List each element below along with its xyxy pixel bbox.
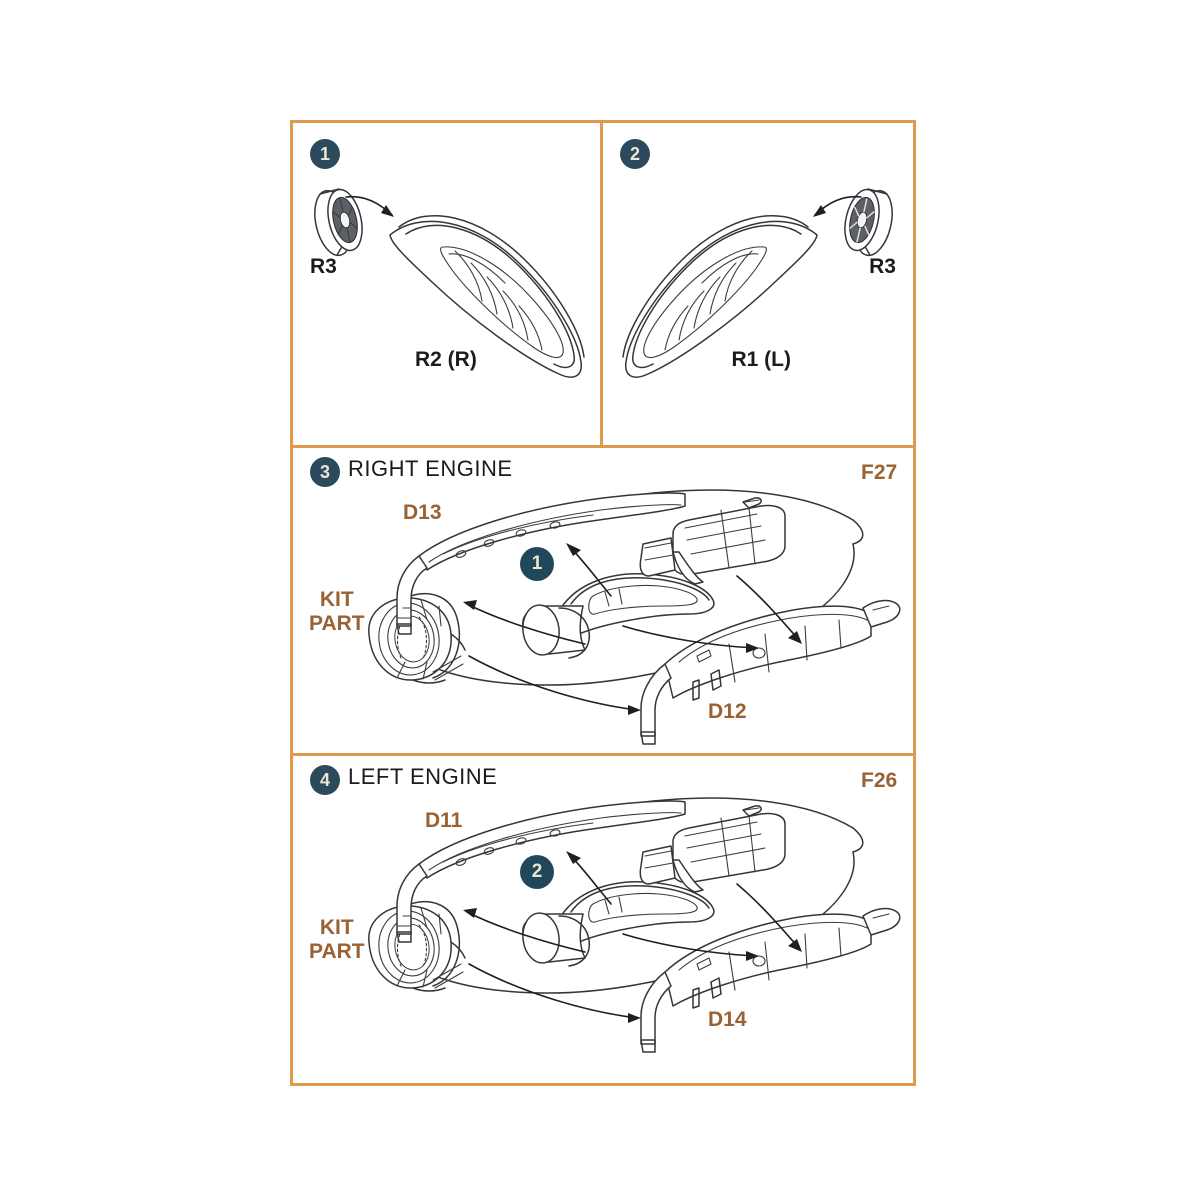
assembly-arrow-2 xyxy=(813,195,862,217)
installed-intake-left xyxy=(522,881,715,967)
part-r3-fan-left xyxy=(844,188,893,257)
panel-step-4: 4 LEFT ENGINE 2 D11 F26 D14 KIT PART xyxy=(293,756,913,1083)
panel-row-bottom: 4 LEFT ENGINE 2 D11 F26 D14 KIT PART xyxy=(293,753,913,1083)
part-label-r1: R1 (L) xyxy=(731,348,792,371)
part-d14-fairing xyxy=(640,907,901,1053)
part-label-d12: D12 xyxy=(708,700,747,723)
assembly-arrows-right xyxy=(463,543,802,715)
panel-step-3: 3 RIGHT ENGINE 1 D13 F27 D12 KIT PART xyxy=(293,448,913,753)
installed-intake-right xyxy=(522,573,715,659)
part-label-f27: F27 xyxy=(861,461,898,484)
part-d11-strake xyxy=(396,800,686,943)
part-d12-fairing xyxy=(640,599,901,745)
part-label-r3: R3 xyxy=(310,255,337,278)
part-label-r2: R2 (R) xyxy=(415,348,477,371)
step-badge-4: 4 xyxy=(310,765,340,795)
panel-row-middle: 3 RIGHT ENGINE 1 D13 F27 D12 KIT PART xyxy=(293,445,913,753)
part-label-d13: D13 xyxy=(403,501,442,524)
panel-step-2: 2 R3 R1 (L) xyxy=(603,123,913,445)
step-badge-2: 2 xyxy=(620,139,650,169)
panel-3-heading: RIGHT ENGINE xyxy=(348,456,513,481)
assembly-arrow-1 xyxy=(345,195,394,217)
panel-4-artwork xyxy=(368,797,901,1053)
part-r2-nacelle-right xyxy=(389,215,585,378)
part-label-f26: F26 xyxy=(861,769,898,792)
part-label-r3-mirror: R3 xyxy=(869,255,896,278)
kit-part-label-left: KIT PART xyxy=(309,916,365,963)
part-d13-strake xyxy=(396,492,686,635)
part-f26-door xyxy=(639,805,786,893)
part-f27-door xyxy=(639,497,786,585)
panel-1-artwork xyxy=(314,188,585,378)
part-r1-nacelle-left xyxy=(622,215,818,378)
inline-step-ref-1: 1 xyxy=(520,547,554,581)
panel-row-top: 1 R3 R2 (R) xyxy=(293,123,913,445)
part-r3-fan-right xyxy=(314,188,363,257)
inline-step-ref-2: 2 xyxy=(520,855,554,889)
panel-3-artwork xyxy=(368,489,901,745)
part-label-d11: D11 xyxy=(425,809,463,832)
part-label-d14: D14 xyxy=(708,1008,747,1031)
assembly-arrows-left xyxy=(463,851,802,1023)
step-badge-1: 1 xyxy=(310,139,340,169)
instruction-sheet-frame: 1 R3 R2 (R) xyxy=(290,120,916,1086)
kit-part-label-right: KIT PART xyxy=(309,588,365,635)
step-badge-3: 3 xyxy=(310,457,340,487)
panel-step-1: 1 R3 R2 (R) xyxy=(293,123,603,445)
panel-4-heading: LEFT ENGINE xyxy=(348,764,498,789)
panel-2-artwork xyxy=(622,188,893,378)
